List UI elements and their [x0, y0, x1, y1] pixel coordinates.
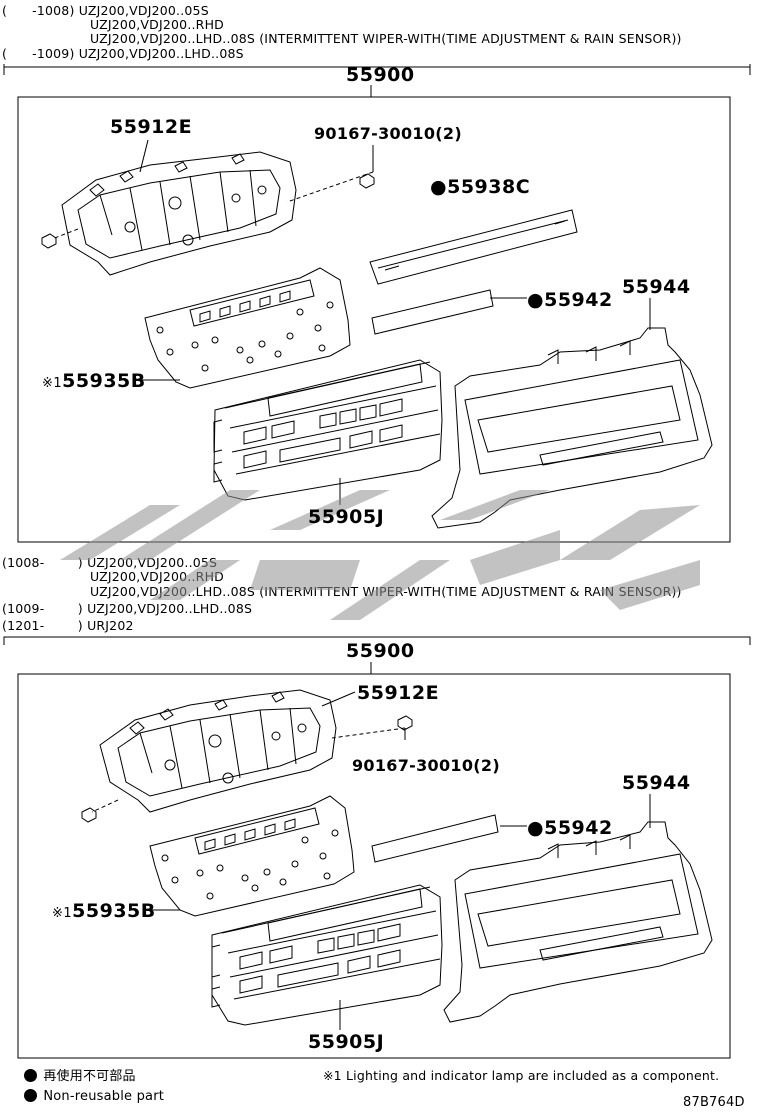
legend-non-reusable-en: Non-reusable part — [24, 1089, 164, 1104]
s2-strip-number: 55942 — [544, 817, 613, 839]
s1-cover-plate-number: 55938C — [447, 176, 531, 198]
non-reusable-bullet-icon — [24, 1069, 37, 1082]
s2-circuit-board-marker: ※1 — [52, 906, 73, 921]
s1-header-model-3: UZJ200,VDJ200..LHD..08S (INTERMITTENT WI… — [90, 31, 682, 46]
s1-screw-label: 90167-30010(2) — [314, 124, 462, 143]
s1-header-line-4: ( -1009) UZJ200,VDJ200..LHD..08S — [2, 47, 244, 61]
s2-bracket-label: 55912E — [357, 682, 440, 704]
s1-assembly-label: 55900 — [346, 64, 415, 86]
watermark-graphic — [60, 490, 700, 620]
s1-header-range-4: ( -1009) — [2, 46, 75, 61]
s2-leaders — [91, 691, 651, 1030]
s1-control-panel-label: 55905J — [308, 506, 385, 528]
s1-circuit-board-part — [144, 267, 351, 389]
s2-control-panel-label: 55905J — [308, 1031, 385, 1053]
s2-frame — [17, 673, 731, 1059]
s2-strip-label: ●55942 — [527, 817, 613, 839]
s1-header-line-2: UZJ200,VDJ200..RHD — [90, 18, 224, 32]
s2-screw-label: 90167-30010(2) — [352, 756, 500, 775]
s1-leaders — [51, 139, 651, 505]
s2-header-range-4: (1009- ) — [2, 601, 83, 616]
s1-frame — [17, 96, 731, 543]
s2-header-range-5: (1201- ) — [2, 618, 83, 633]
s2-header-model-5: URJ202 — [87, 618, 134, 633]
legend-jp-text: 再使用不可部品 — [43, 1069, 136, 1084]
s2-circuit-board-number: 55935B — [72, 900, 156, 922]
s1-strip-number: 55942 — [544, 289, 613, 311]
figure-id: 87B764D — [683, 1095, 745, 1110]
legend-note-mark: ※1 — [323, 1068, 342, 1083]
s1-cover-plate-marker: ● — [430, 176, 448, 198]
s1-housing-label: 55944 — [622, 276, 691, 298]
s1-bracket-label: 55912E — [110, 116, 193, 138]
s1-housing-part — [431, 327, 713, 529]
s2-housing-part — [443, 821, 713, 1023]
s2-header-line-5: (1201- ) URJ202 — [2, 619, 134, 633]
s2-strip-marker: ● — [527, 817, 545, 839]
s1-header-line-3: UZJ200,VDJ200..LHD..08S (INTERMITTENT WI… — [90, 32, 682, 46]
s2-circuit-board-part — [149, 795, 355, 917]
s2-assembly-bracket — [3, 636, 751, 674]
s2-screw-part — [81, 715, 413, 823]
s1-strip-part — [371, 289, 494, 335]
s1-header-model-2: UZJ200,VDJ200..RHD — [90, 17, 224, 32]
s1-control-panel-part — [213, 359, 443, 501]
s1-header-range-1: ( -1008) — [2, 3, 75, 18]
s1-header-model-1: UZJ200,VDJ200..05S — [78, 3, 209, 18]
s1-circuit-board-label: ※155935B — [42, 370, 146, 392]
s1-strip-marker: ● — [527, 289, 545, 311]
s2-housing-label: 55944 — [622, 772, 691, 794]
legend-non-reusable-jp: 再使用不可部品 — [24, 1069, 136, 1084]
s2-header-range-1: (1008- ) — [2, 555, 83, 570]
s2-control-panel-part — [211, 884, 443, 1026]
s1-assembly-bracket — [3, 64, 751, 97]
s1-header-model-4: UZJ200,VDJ200..LHD..08S — [78, 46, 244, 61]
s1-bracket-part — [61, 151, 297, 276]
s2-header-model-1: UZJ200,VDJ200..05S — [87, 555, 218, 570]
s2-assembly-label: 55900 — [346, 640, 415, 662]
legend-note: ※1 Lighting and indicator lamp are inclu… — [323, 1069, 719, 1083]
s2-header-model-4: UZJ200,VDJ200..LHD..08S — [87, 601, 253, 616]
non-reusable-bullet-icon — [24, 1089, 37, 1102]
s2-strip-part — [371, 814, 499, 863]
s1-strip-label: ●55942 — [527, 289, 613, 311]
s1-circuit-board-number: 55935B — [62, 370, 146, 392]
s1-header-line-1: ( -1008) UZJ200,VDJ200..05S — [2, 4, 209, 18]
s2-header-line-4: (1009- ) UZJ200,VDJ200..LHD..08S — [2, 602, 252, 616]
legend-note-text: Lighting and indicator lamp are included… — [346, 1068, 720, 1083]
s1-circuit-board-marker: ※1 — [42, 376, 63, 391]
s2-header-line-1: (1008- ) UZJ200,VDJ200..05S — [2, 556, 217, 570]
s1-screw-part — [41, 173, 375, 249]
legend-en-text: Non-reusable part — [43, 1089, 165, 1104]
s1-cover-plate-label: ●55938C — [430, 176, 530, 198]
s2-bracket-part — [99, 689, 337, 813]
s2-circuit-board-label: ※155935B — [52, 900, 156, 922]
s1-cover-plate-part — [369, 209, 578, 285]
